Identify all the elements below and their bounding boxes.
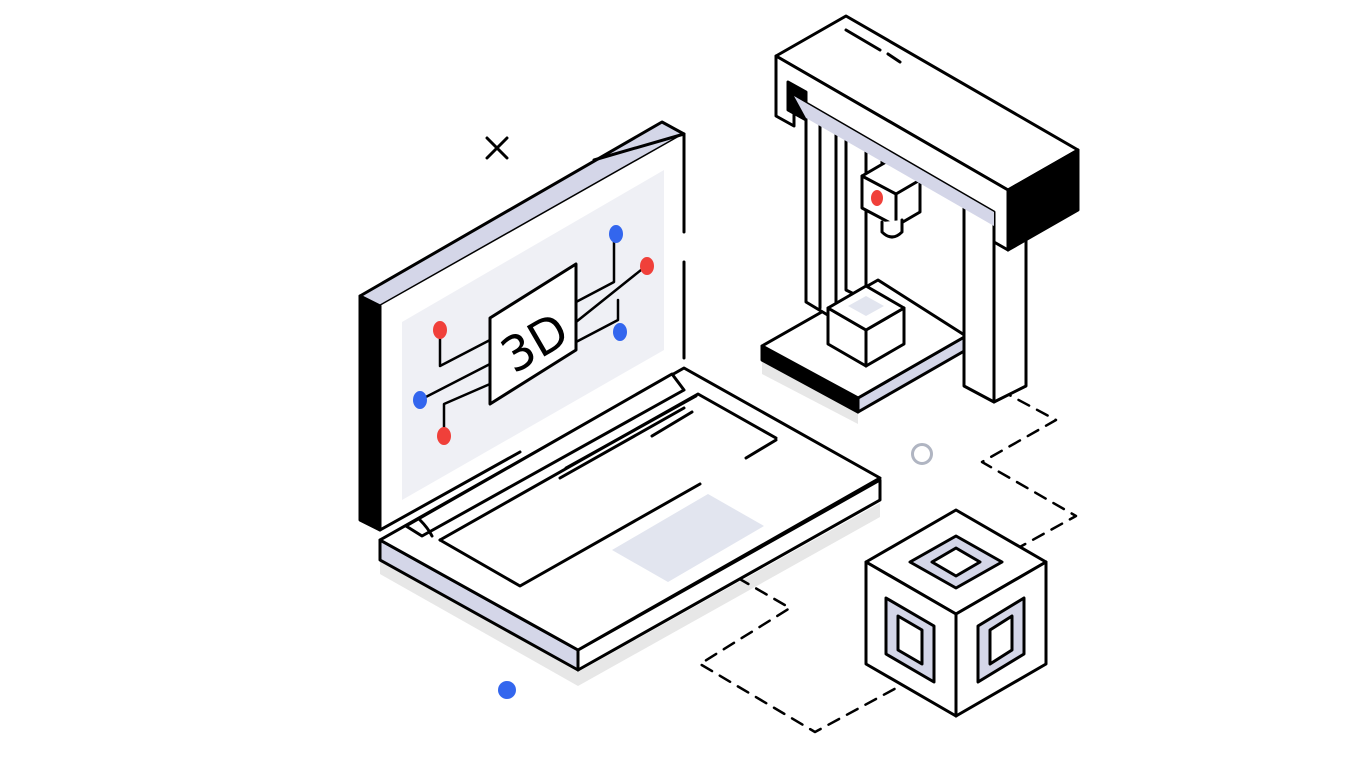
keyboard-area xyxy=(438,392,778,542)
nozzle xyxy=(880,218,904,239)
x-mark-icon xyxy=(485,136,509,160)
circuit-nodes xyxy=(413,225,654,445)
laptop-hinge xyxy=(404,372,686,538)
wireframe-cube xyxy=(864,508,1048,718)
laptop-lid-edge xyxy=(358,294,382,532)
touchpad xyxy=(612,494,764,582)
dashed-connectors xyxy=(698,388,1078,734)
gantry-end xyxy=(1006,148,1080,252)
circuit-lines xyxy=(418,234,648,438)
3d-printer xyxy=(760,14,1080,414)
laptop: 3D xyxy=(358,120,882,672)
ring-icon xyxy=(911,443,933,465)
chip-box xyxy=(488,262,578,406)
gantry-underside xyxy=(794,96,994,226)
extruder-light xyxy=(871,190,883,206)
ground-shadows xyxy=(380,362,880,686)
dot-icon xyxy=(498,681,516,699)
